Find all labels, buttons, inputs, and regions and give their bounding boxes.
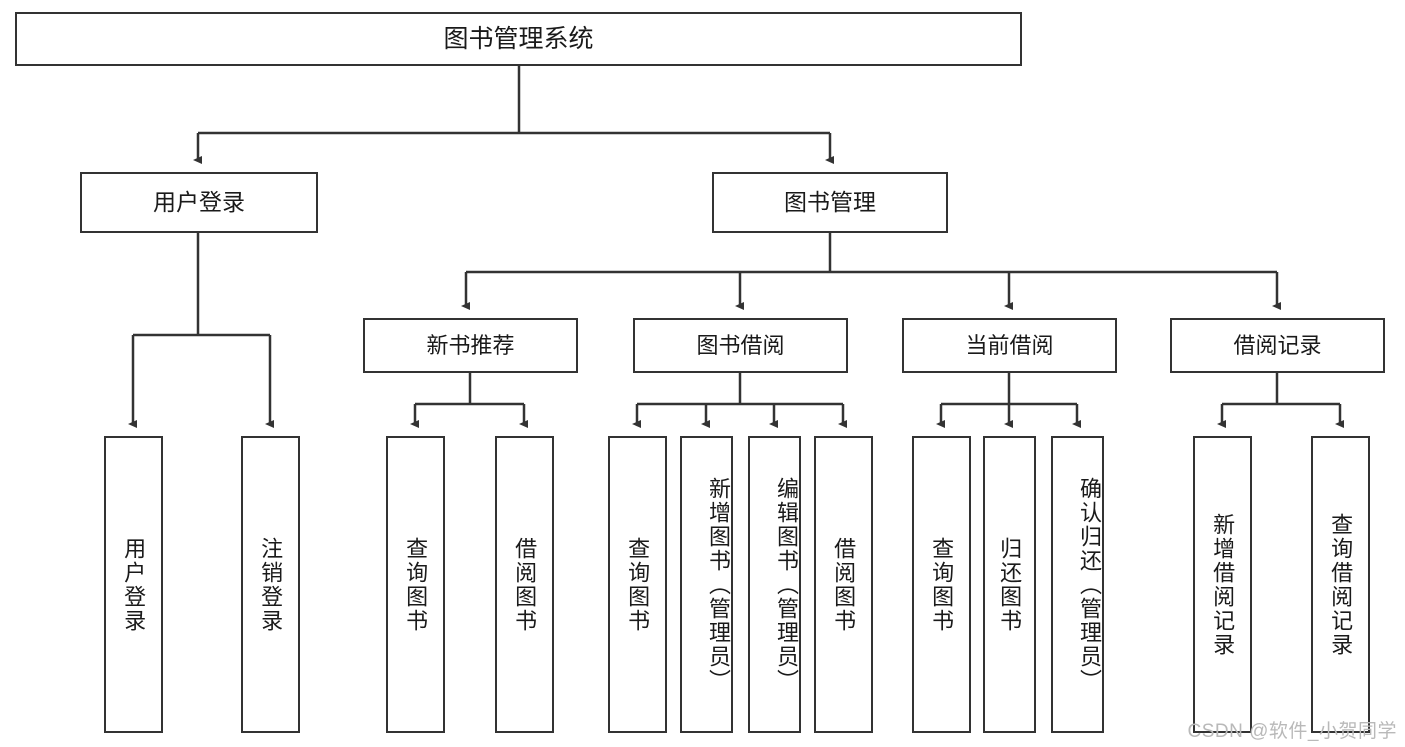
node-label: 新增借阅记录 (1210, 512, 1236, 657)
node-user-login[interactable]: 用户登录 (80, 172, 318, 233)
node-label: 归还图书 (997, 536, 1023, 633)
leaf-logout[interactable]: 注销登录 (241, 436, 300, 733)
leaf-query-book-2[interactable]: 查询图书 (608, 436, 667, 733)
leaf-borrow-book-2[interactable]: 借阅图书 (814, 436, 873, 733)
leaf-borrow-book-1[interactable]: 借阅图书 (495, 436, 554, 733)
node-label: 当前借阅 (965, 332, 1054, 358)
leaf-add-book[interactable]: 新增图书（管理员） (680, 436, 733, 733)
node-label: 用户登录 (153, 189, 245, 216)
node-label: 查询图书 (929, 536, 955, 633)
watermark-text: CSDN @软件_小贺同学 (1187, 721, 1397, 742)
node-label: 借阅记录 (1233, 332, 1322, 358)
node-label: 借阅图书 (831, 536, 857, 633)
leaf-return-book[interactable]: 归还图书 (983, 436, 1036, 733)
node-label: 注销登录 (258, 536, 284, 633)
node-label: 确认归还（管理员） (1077, 476, 1102, 693)
node-label: 图书借阅 (696, 332, 785, 358)
leaf-user-login[interactable]: 用户登录 (104, 436, 163, 733)
node-label: 新书推荐 (426, 332, 515, 358)
leaf-query-book-1[interactable]: 查询图书 (386, 436, 445, 733)
node-current-borrow[interactable]: 当前借阅 (902, 318, 1117, 373)
node-book-manage[interactable]: 图书管理 (712, 172, 948, 233)
leaf-add-record[interactable]: 新增借阅记录 (1193, 436, 1252, 733)
leaf-confirm-return[interactable]: 确认归还（管理员） (1051, 436, 1104, 733)
node-root-system[interactable]: 图书管理系统 (15, 12, 1022, 66)
node-label: 查询图书 (625, 536, 651, 633)
leaf-query-record[interactable]: 查询借阅记录 (1311, 436, 1370, 733)
node-label: 查询借阅记录 (1328, 512, 1354, 657)
node-label: 查询图书 (403, 536, 429, 633)
node-label: 图书管理系统 (443, 24, 594, 53)
node-label: 编辑图书（管理员） (774, 476, 799, 693)
leaf-edit-book[interactable]: 编辑图书（管理员） (748, 436, 801, 733)
node-new-book-recommend[interactable]: 新书推荐 (363, 318, 578, 373)
leaf-query-book-3[interactable]: 查询图书 (912, 436, 971, 733)
node-label: 新增图书（管理员） (706, 476, 731, 693)
node-borrow-record[interactable]: 借阅记录 (1170, 318, 1385, 373)
node-label: 用户登录 (121, 536, 147, 633)
node-label: 图书管理 (784, 189, 876, 216)
node-book-borrow[interactable]: 图书借阅 (633, 318, 848, 373)
node-label: 借阅图书 (512, 536, 538, 633)
